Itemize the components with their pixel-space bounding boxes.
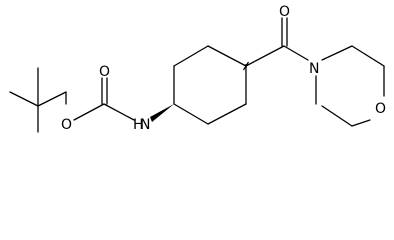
- wedge-bond-nh: [150, 104, 174, 122]
- bond-tbu-4: [37, 91, 67, 107]
- atom-morpholine-nitrogen: N: [309, 61, 319, 77]
- atom-morpholine-oxygen: O: [375, 101, 386, 117]
- atom-carbonyl-oxygen-right: O: [279, 4, 290, 20]
- bond-ring-2: [207, 103, 247, 125]
- bond-morph-2: [351, 45, 385, 67]
- bond-ring-4: [207, 45, 247, 67]
- structure-canvas: O O N H O N O: [9, 4, 387, 133]
- bond-ring-carbonyl: [245, 45, 285, 67]
- bond-ring-1: [173, 103, 209, 125]
- bond-c-n-morpholine: [283, 45, 309, 61]
- bond-morph-1: [321, 45, 353, 61]
- bond-c-n-amide: [103, 103, 135, 121]
- bond-o-c-carbamate: [73, 103, 105, 121]
- chemical-structure-diagram: O O N H O N O: [9, 4, 386, 133]
- bond-morph-4: [351, 119, 371, 127]
- atom-amine-hydrogen: H: [133, 117, 144, 133]
- bond-ring-5: [173, 45, 209, 67]
- atom-amine-nitrogen: N: [140, 117, 150, 133]
- atom-carbonyl-oxygen-left: O: [99, 64, 110, 80]
- hashed-wedge-bond: [242, 61, 250, 71]
- bond-morph-5: [321, 105, 353, 127]
- atom-ester-oxygen: O: [61, 117, 72, 133]
- bond-tbu-1: [9, 91, 39, 107]
